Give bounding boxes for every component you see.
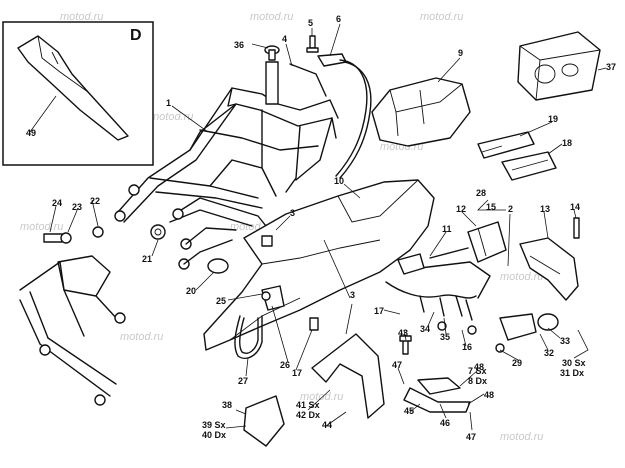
label-38: 38 — [222, 400, 232, 410]
label-22: 22 — [90, 196, 100, 206]
label-29: 29 — [512, 358, 522, 368]
label-10: 10 — [334, 176, 344, 186]
part-12-tail-light — [419, 221, 507, 299]
label-35: 35 — [440, 332, 450, 342]
label-18: 18 — [562, 138, 572, 148]
label-12: 12 — [456, 204, 466, 214]
label-20: 20 — [186, 286, 196, 296]
label-2: 2 — [508, 204, 513, 214]
watermark: motod.ru — [500, 431, 543, 443]
label-42: 42 Dx — [296, 410, 320, 420]
part-49-cover — [17, 35, 129, 141]
label-40: 40 Dx — [202, 430, 226, 440]
part-wiring-harness — [385, 281, 477, 321]
watermark: motod.ru — [120, 331, 163, 343]
label-41: 41 Sx — [296, 400, 320, 410]
label-5: 5 — [308, 18, 313, 28]
label-26: 26 — [280, 360, 290, 370]
label-48: 48 — [474, 362, 484, 372]
part-32-indicator — [499, 313, 559, 341]
label-24: 24 — [52, 198, 62, 208]
watermark: motod.ru — [420, 11, 463, 23]
label-19: 19 — [548, 114, 558, 124]
label-13: 13 — [540, 204, 550, 214]
label-15: 15 — [486, 202, 496, 212]
label-17: 17 — [374, 306, 384, 316]
label-34: 34 — [420, 324, 430, 334]
watermark: motod.ru — [60, 11, 103, 23]
label-14: 14 — [570, 202, 580, 212]
label-36: 36 — [234, 40, 244, 50]
part-14-screw — [573, 217, 580, 239]
label-21: 21 — [142, 254, 152, 264]
label-17: 17 — [292, 368, 302, 378]
label-47: 47 — [392, 360, 402, 370]
label-6: 6 — [336, 14, 341, 24]
label-3: 3 — [350, 290, 355, 300]
label-11: 11 — [442, 224, 452, 234]
part-6-cable — [317, 53, 372, 179]
part-26-clip — [261, 285, 285, 311]
label-16: 16 — [462, 342, 472, 352]
part-37-battery-unit — [517, 31, 601, 101]
label-43: 43 — [398, 328, 408, 338]
label-44: 44 — [322, 420, 332, 430]
label-31: 31 Dx — [560, 368, 584, 378]
part-29-grommet — [437, 321, 505, 353]
label-49: 49 — [26, 128, 36, 138]
watermark-layer: motod.ru motod.ru motod.ru motod.ru moto… — [20, 11, 543, 443]
part-9-battery-tray — [371, 77, 471, 147]
part-13-turn-signal — [519, 237, 579, 301]
part-20-21-mounts — [150, 224, 273, 274]
label-9: 9 — [458, 48, 463, 58]
part-39-40-heel-guard — [243, 395, 285, 447]
inset-box-d: D — [2, 21, 154, 166]
label-32: 32 — [544, 348, 554, 358]
part-41-42-footrest-bracket — [311, 333, 385, 419]
label-46: 46 — [440, 418, 450, 428]
label-45: 45 — [404, 406, 414, 416]
part-27-strap — [234, 315, 263, 360]
label-25: 25 — [216, 296, 226, 306]
label-3: 3 — [290, 208, 295, 218]
part-7-8-footpeg — [403, 377, 471, 413]
part-36-cap — [264, 45, 280, 61]
label-33: 33 — [560, 336, 570, 346]
part-18-relay — [501, 151, 557, 181]
label-39: 39 Sx — [202, 420, 226, 430]
leader-lines — [29, 23, 607, 431]
label-28: 28 — [476, 188, 486, 198]
label-23: 23 — [72, 202, 82, 212]
label-37: 37 — [606, 62, 616, 72]
part-labels: 1 2 3 3 4 5 6 9 10 11 12 13 14 15 16 17 … — [26, 14, 616, 442]
part-1-main-frame — [114, 61, 339, 270]
inset-letter: D — [130, 27, 142, 44]
label-27: 27 — [238, 376, 248, 386]
label-7: 7 Sx — [468, 366, 487, 376]
label-4: 4 — [282, 34, 287, 44]
label-48: 48 — [484, 390, 494, 400]
label-47: 47 — [466, 432, 476, 442]
watermark: motod.ru — [20, 221, 63, 233]
part-5-bolt — [306, 35, 319, 53]
watermark: motod.ru — [250, 11, 293, 23]
label-8: 8 Dx — [468, 376, 487, 386]
part-11-bracket — [397, 253, 425, 275]
part-22-23-24-mounts — [19, 226, 126, 406]
watermark: motod.ru — [500, 271, 543, 283]
part-19-sticker — [477, 131, 535, 159]
part-17-bolt — [309, 317, 319, 331]
label-30: 30 Sx — [562, 358, 586, 368]
label-1: 1 — [166, 98, 171, 108]
